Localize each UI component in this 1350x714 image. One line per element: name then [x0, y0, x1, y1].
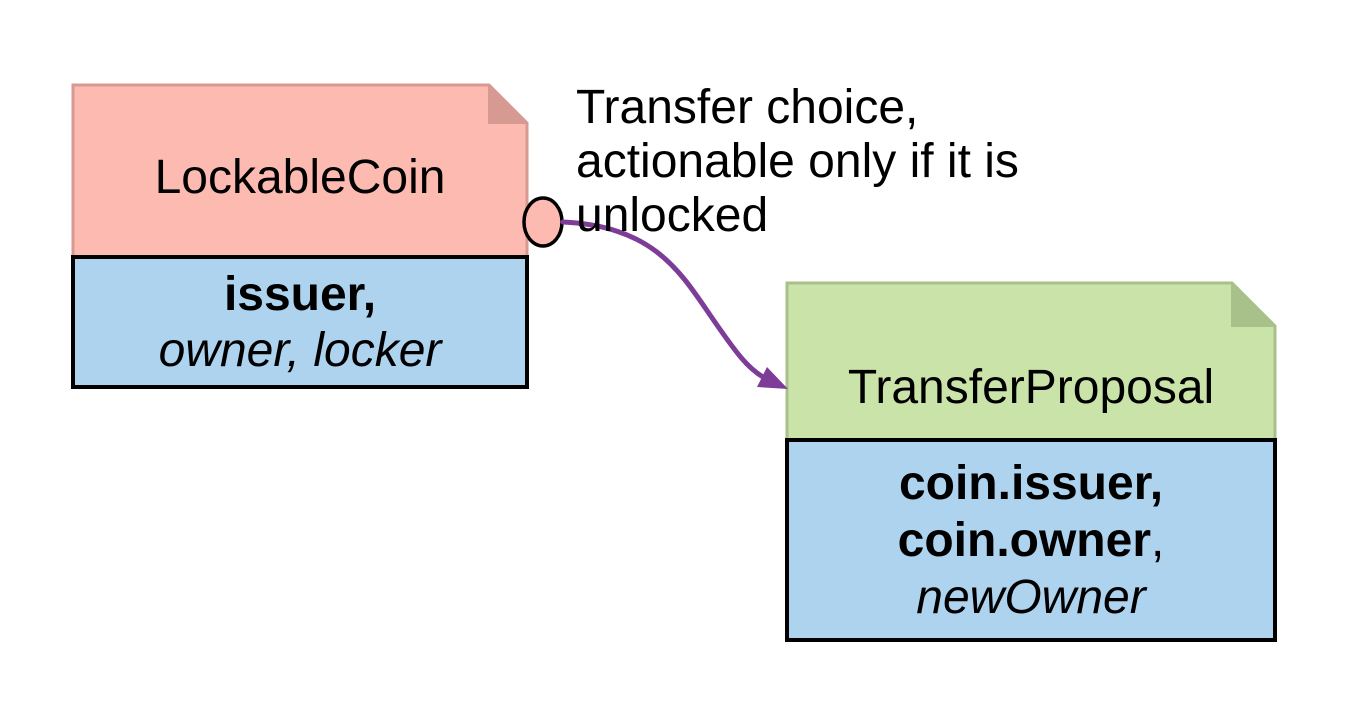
transferproposal-party-line3: newOwner	[916, 571, 1146, 624]
choice-annotation: Transfer choice, actionable only if it i…	[576, 81, 1019, 243]
transfer-choice-arrowhead-icon	[757, 367, 788, 389]
transferproposal-party-line1: coin.issuer,	[898, 457, 1164, 510]
transferproposal-parties-box	[785, 438, 1277, 642]
transferproposal-party-line2-bold: coin.owner	[897, 514, 1151, 567]
transferproposal-party-line2: coin.owner,	[787, 513, 1275, 569]
lockablecoin-parties-box	[71, 255, 529, 389]
lockablecoin-signatories: issuer,	[223, 268, 377, 321]
lockablecoin-header-shape	[71, 83, 529, 261]
lockablecoin-folded-corner-icon	[488, 83, 529, 124]
transferproposal-party-line2-comma: ,	[1151, 514, 1165, 567]
choice-annotation-line3: unlocked	[576, 189, 769, 242]
choice-annotation-line1: Transfer choice,	[576, 81, 919, 134]
transferproposal-folded-corner-icon	[1231, 281, 1277, 327]
transferproposal-header-shape	[785, 281, 1277, 444]
transfer-choice-arrow	[560, 219, 766, 380]
choice-circle-icon	[522, 196, 564, 248]
choice-annotation-line2: actionable only if it is	[576, 135, 1019, 188]
lockablecoin-observers: owner, locker	[158, 324, 442, 377]
lockablecoin-title: LockableCoin	[154, 151, 446, 204]
transferproposal-title: TransferProposal	[847, 361, 1215, 414]
